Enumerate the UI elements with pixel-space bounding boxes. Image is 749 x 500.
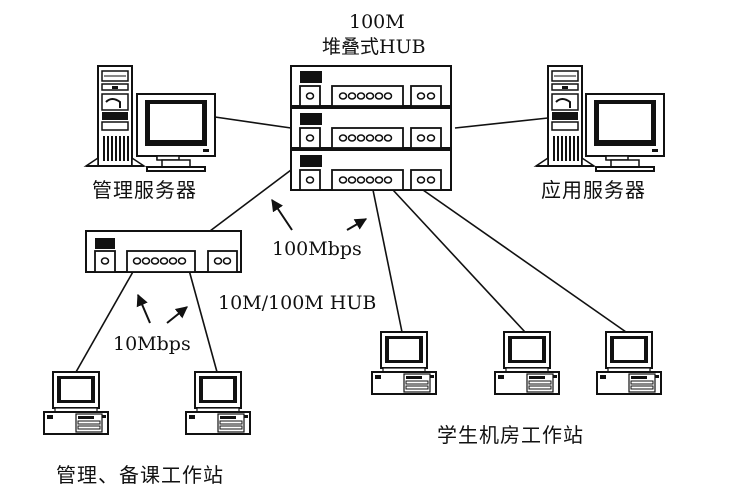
link-student-1 [372,189,403,333]
app-server-label: 应用服务器 [541,178,646,202]
link-student-2 [392,189,526,333]
admin-workstation-icon-1 [43,371,109,435]
hub-unit-3 [290,149,452,191]
stacked-hub-title-line1: 100M [349,11,405,33]
arrow-100mbps-right [346,218,368,231]
stacked-hub-title-line2: 堆叠式HUB [322,36,426,58]
backbone-speed-label: 100Mbps [272,238,362,260]
connection-lines [75,116,627,373]
link-sub-hub [209,169,292,232]
link-admin-1 [75,269,135,373]
edge-speed-label: 10Mbps [113,333,191,355]
link-mgmt-server [214,116,292,129]
hub-unit-1 [290,65,452,107]
sub-hub-label: 10M/100M HUB [218,292,377,314]
arrow-100mbps-left [271,199,293,231]
student-workstations-label: 学生机房工作站 [437,423,584,447]
mgmt-server-icon [85,65,216,172]
link-admin-2 [188,269,218,373]
app-server-icon [535,65,665,172]
link-student-3 [422,189,627,333]
arrow-10mbps-right [166,306,188,324]
student-workstation-icon-1 [371,331,437,395]
student-workstation-icon-2 [494,331,560,395]
stacked-hub [290,65,452,191]
student-workstation-icon-3 [596,331,662,395]
mgmt-server-label: 管理服务器 [92,178,197,202]
admin-workstations-label: 管理、备课工作站 [56,463,224,487]
admin-workstation-icon-2 [185,371,251,435]
sub-hub [85,230,242,273]
link-app-server [454,117,549,129]
hub-unit-2 [290,107,452,149]
arrow-10mbps-left [136,293,151,324]
